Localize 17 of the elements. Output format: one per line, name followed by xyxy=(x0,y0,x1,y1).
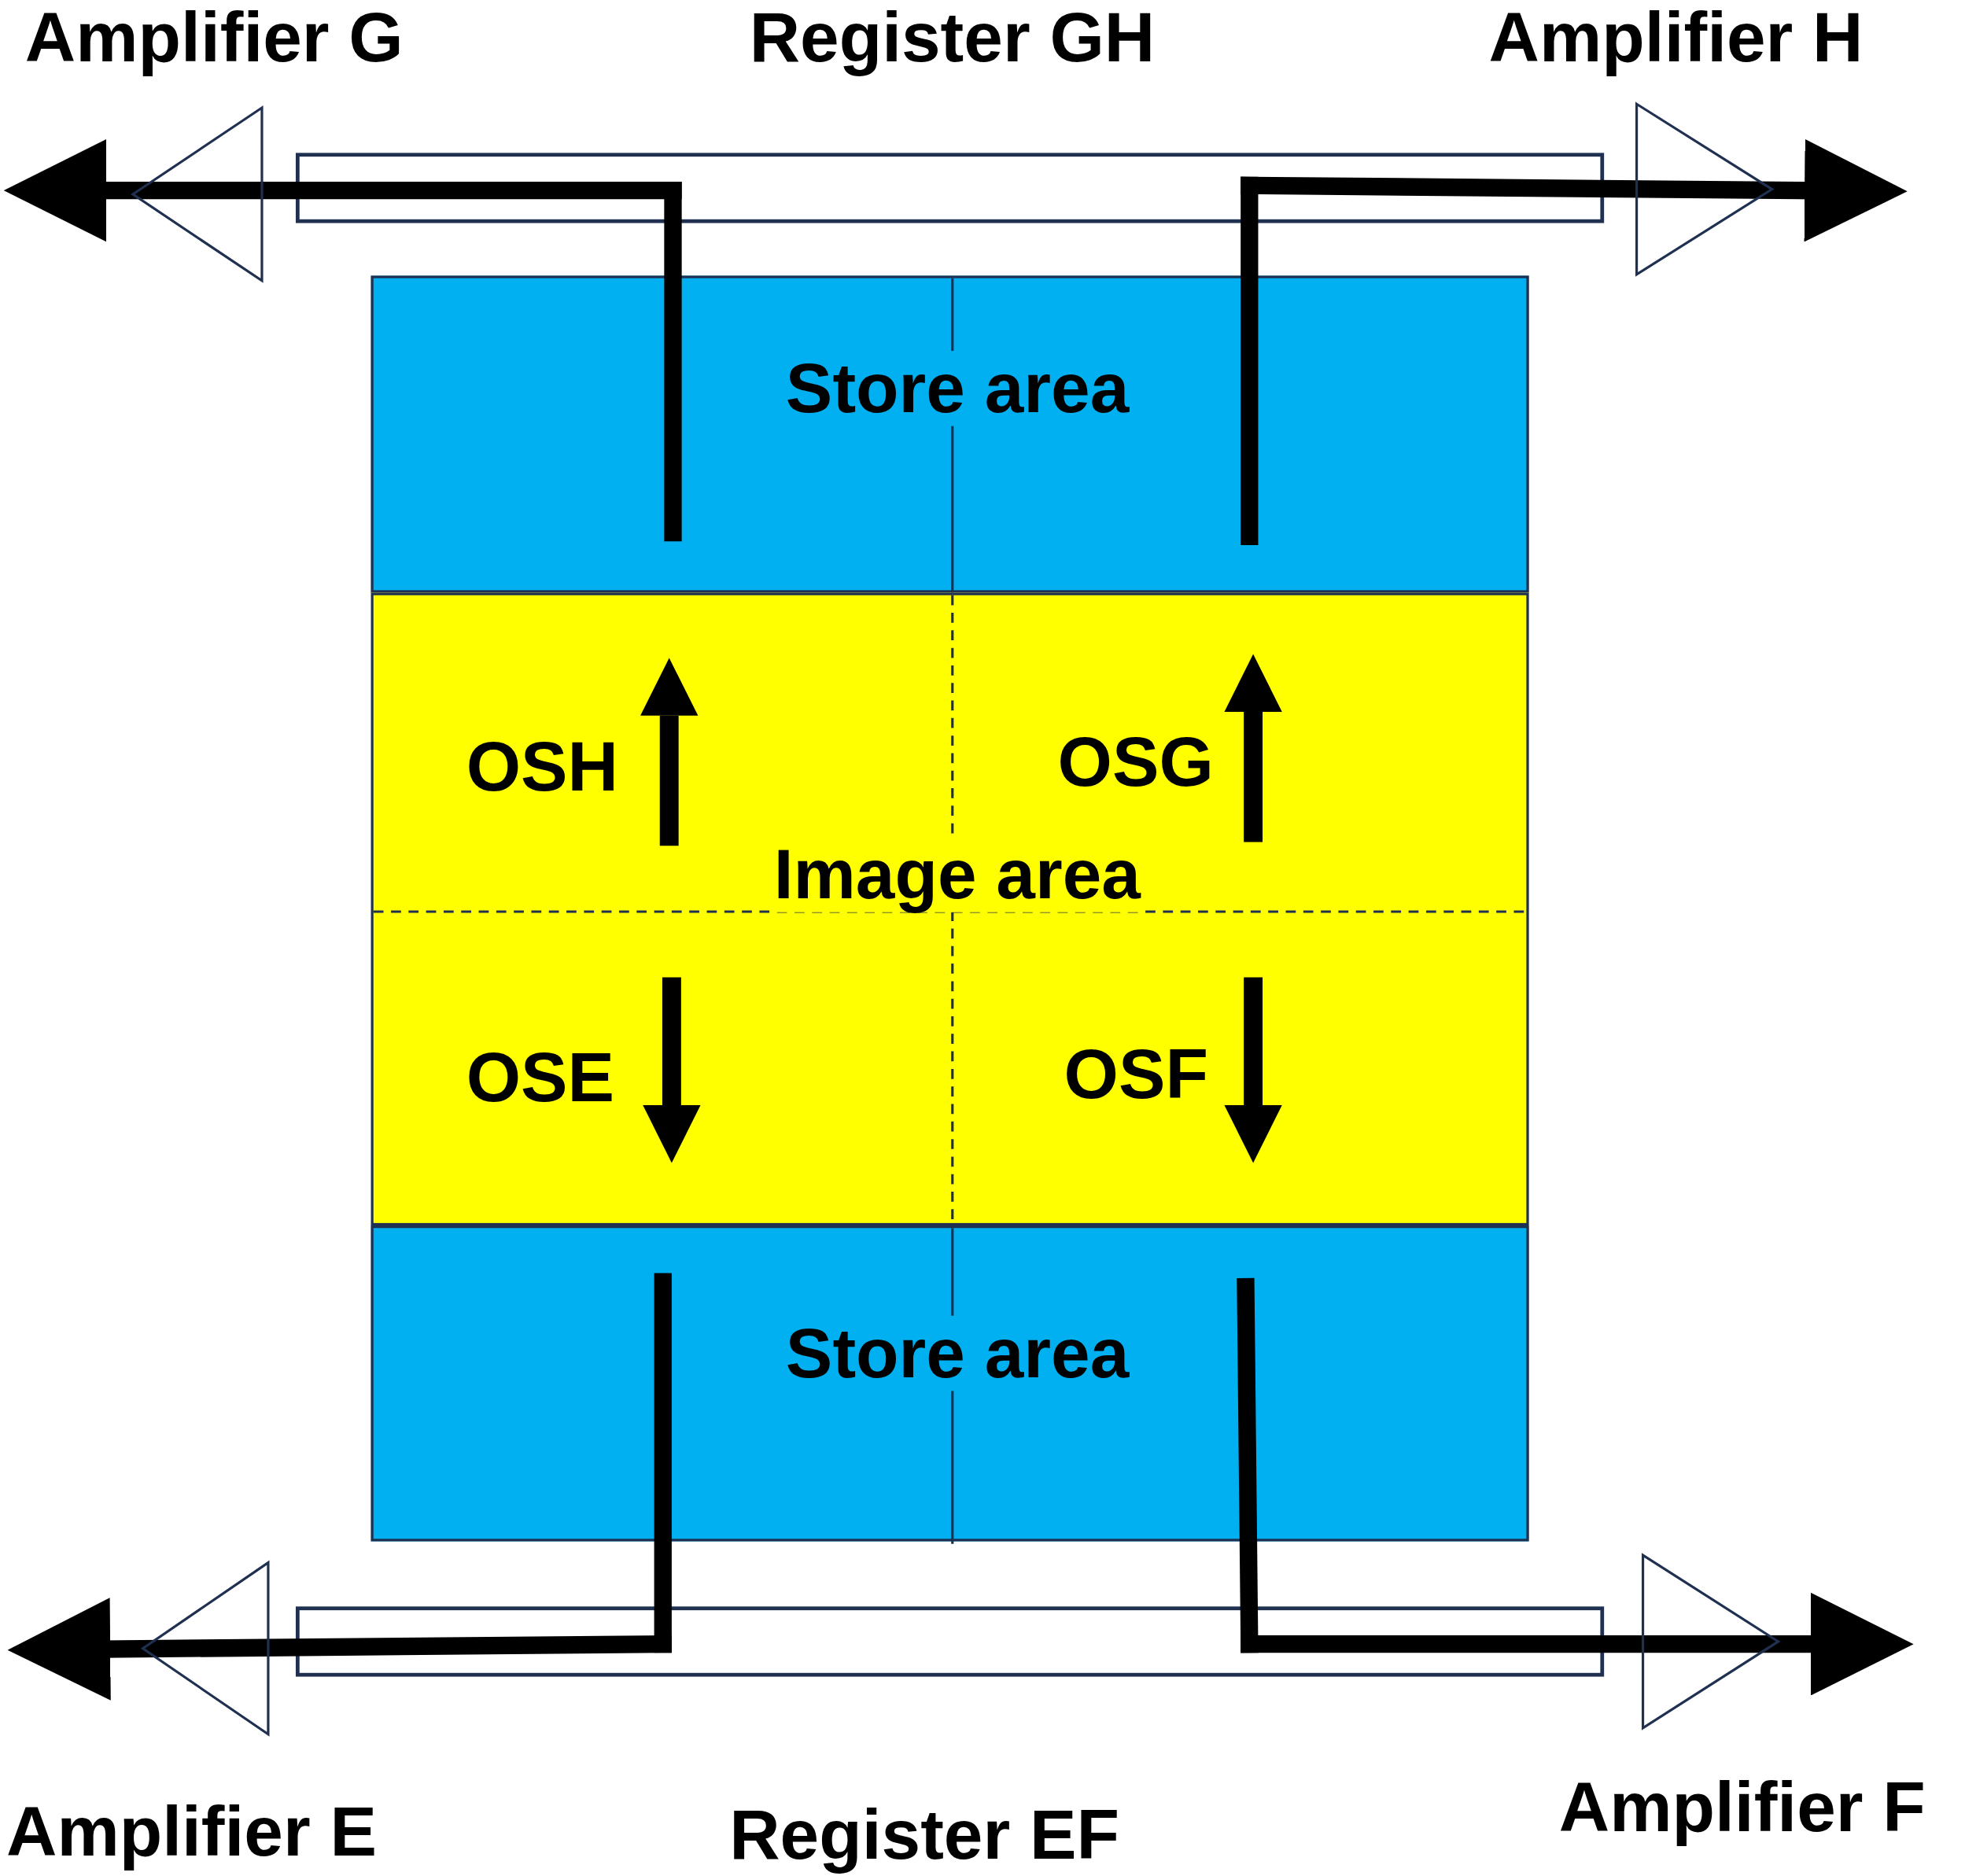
amplifier-label: Amplifier F xyxy=(1558,1769,1926,1845)
output-label: OSE xyxy=(466,1040,615,1115)
signal-arrow xyxy=(1241,1592,1914,1696)
signal-arrow xyxy=(1241,138,1908,242)
signal-arrow xyxy=(7,1598,672,1701)
amplifier-label: Amplifier G xyxy=(24,0,404,76)
amplifier-label: Amplifier H xyxy=(1488,0,1864,76)
output-label: OSF xyxy=(1064,1036,1208,1112)
signal-arrow xyxy=(3,138,682,242)
store-area-region xyxy=(371,275,1529,593)
store-area-region xyxy=(371,1225,1529,1542)
output-label: OSG xyxy=(1057,724,1214,800)
register-label: Register GH xyxy=(749,0,1156,76)
register-label: Register EF xyxy=(729,1797,1119,1873)
image-area-region xyxy=(371,592,1529,1226)
output-label: OSH xyxy=(466,729,618,805)
amplifier-label: Amplifier E xyxy=(6,1794,377,1870)
